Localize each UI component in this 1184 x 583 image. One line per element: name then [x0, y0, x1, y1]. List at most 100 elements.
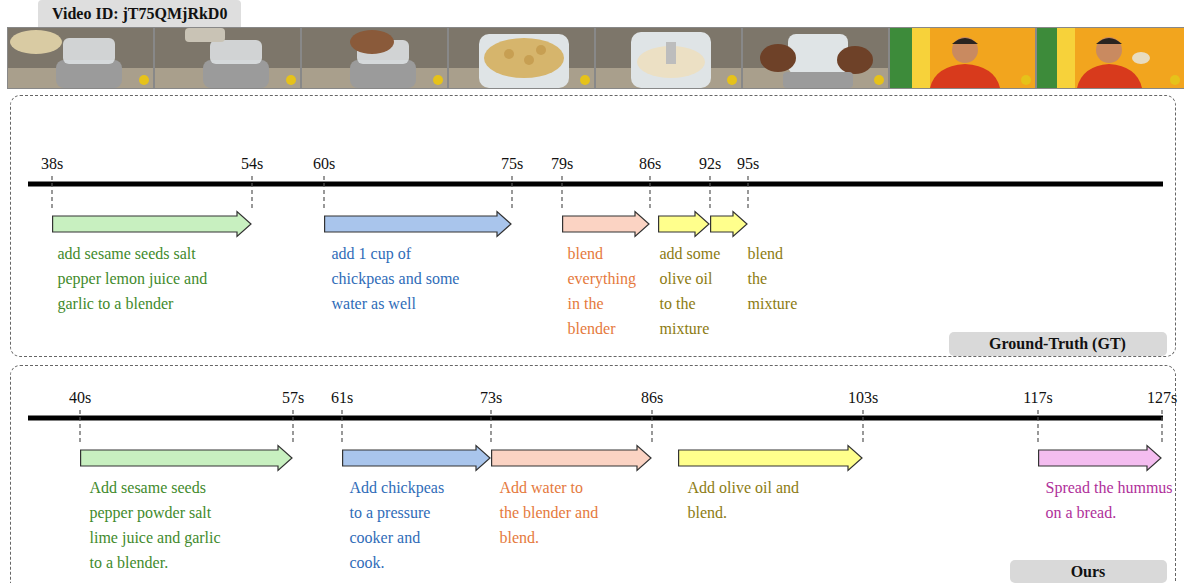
- illustration-part: [449, 28, 594, 88]
- time-stamp: 86s: [641, 389, 663, 407]
- illustration-part: [484, 38, 564, 78]
- time-stamp: 117s: [1023, 389, 1053, 407]
- illustration-part: [185, 28, 225, 42]
- illustration-part: [341, 410, 342, 445]
- arrow-body: [342, 445, 489, 470]
- illustration-part: [596, 28, 741, 88]
- arrow-body: [658, 211, 708, 236]
- arrow-body: [562, 211, 648, 236]
- illustration-part: [580, 75, 590, 85]
- illustration-part: [504, 49, 514, 59]
- video-frame: [890, 28, 1035, 88]
- illustration-part: [631, 32, 711, 88]
- time-stamp: 92s: [699, 155, 721, 173]
- illustration-part: [1057, 28, 1075, 88]
- timeline-axis: [28, 182, 1163, 187]
- step-caption: Add chickpeas to a pressure cooker and c…: [350, 475, 450, 575]
- illustration-part: [743, 28, 888, 88]
- illustration-part: [837, 46, 873, 74]
- segment-arrow: Add sesame seeds pepper powder salt lime…: [80, 445, 293, 575]
- arrow-body: [1038, 445, 1160, 470]
- time-stamp: 38s: [41, 155, 63, 173]
- time-stamp: 60s: [313, 155, 335, 173]
- step-caption: Add olive oil and blend.: [688, 475, 828, 525]
- result-panel: Add sesame seeds pepper powder salt lime…: [10, 365, 1176, 583]
- illustration-part: [952, 38, 978, 44]
- panel-label-text: Ours: [1010, 560, 1167, 583]
- illustration-part: [952, 37, 978, 63]
- step-caption: blend everything in the blender: [568, 241, 643, 341]
- illustration-part: [1037, 28, 1184, 88]
- step-caption: blend the mixture: [748, 241, 803, 316]
- illustration-part: [210, 40, 262, 64]
- step-caption: Add sesame seeds pepper powder salt lime…: [90, 475, 230, 575]
- illustration-part: [479, 34, 569, 88]
- video-frame: [1037, 28, 1184, 88]
- illustration-part: [912, 28, 930, 88]
- arrow-shape: [491, 445, 652, 471]
- illustration-part: [511, 176, 512, 211]
- illustration-part: [1037, 28, 1057, 88]
- segment-arrow: Add olive oil and blend.: [678, 445, 863, 525]
- illustration-part: [1096, 38, 1122, 44]
- arrow-body: [678, 445, 861, 470]
- illustration-part: [890, 28, 912, 88]
- time-stamp: 40s: [69, 389, 91, 407]
- result-panel: add sesame seeds salt pepper lemon juice…: [10, 95, 1176, 357]
- illustration-part: [649, 176, 650, 211]
- illustration-part: [890, 28, 1035, 88]
- arrow-shape: [52, 211, 252, 237]
- illustration-part: [1132, 52, 1150, 64]
- step-caption: add 1 cup of chickpeas and some water as…: [332, 241, 472, 316]
- illustration-part: [760, 44, 796, 72]
- arrow-body: [52, 211, 250, 236]
- video-id-tab: Video ID: jT75QMjRkD0: [38, 0, 241, 27]
- illustration-part: [651, 410, 652, 445]
- illustration-part: [666, 42, 676, 64]
- panel-label-box: Ground-Truth (GT): [949, 332, 1167, 356]
- illustration-part: [874, 75, 884, 85]
- timeline-axis: [28, 416, 1163, 421]
- illustration-part: [63, 38, 115, 64]
- illustration-part: [930, 64, 1000, 88]
- illustration-part: [139, 75, 149, 85]
- arrow-shape: [710, 211, 748, 237]
- segment-arrow: blend the mixture: [710, 211, 803, 316]
- illustration-part: [747, 176, 748, 211]
- video-id-text: Video ID: jT75QMjRkD0: [52, 5, 227, 22]
- illustration-part: [1170, 75, 1180, 85]
- video-frame: [743, 28, 888, 88]
- arrow-body: [491, 445, 650, 470]
- tick-guides: [52, 176, 748, 211]
- video-frame: [596, 28, 741, 88]
- video-frame: [155, 28, 300, 88]
- illustration-part: [524, 55, 534, 65]
- illustration-part: [1021, 75, 1031, 85]
- time-stamp: 57s: [282, 389, 304, 407]
- segment-arrow: Add chickpeas to a pressure cooker and c…: [342, 445, 491, 575]
- time-stamp: 95s: [737, 155, 759, 173]
- illustration-part: [51, 176, 52, 211]
- illustration-part: [862, 410, 863, 445]
- time-stamp: 73s: [480, 389, 502, 407]
- illustration-part: [251, 176, 252, 211]
- video-frame: [8, 28, 153, 88]
- illustration-part: [709, 176, 710, 211]
- video-frame: [449, 28, 594, 88]
- illustration-part: [292, 410, 293, 445]
- illustration-part: [8, 28, 153, 88]
- step-caption: Spread the hummus on a bread.: [1046, 475, 1178, 525]
- illustration-part: [536, 45, 546, 55]
- illustration-part: [1037, 410, 1038, 445]
- illustration-part: [350, 60, 416, 88]
- illustration-part: [1096, 37, 1122, 63]
- step-caption: add some olive oil to the mixture: [660, 241, 725, 341]
- arrow-body: [80, 445, 291, 470]
- video-frame: [302, 28, 447, 88]
- step-caption: add sesame seeds salt pepper lemon juice…: [58, 241, 233, 316]
- illustration-part: [1077, 64, 1142, 88]
- illustration-part: [302, 28, 447, 88]
- arrow-shape: [678, 445, 863, 471]
